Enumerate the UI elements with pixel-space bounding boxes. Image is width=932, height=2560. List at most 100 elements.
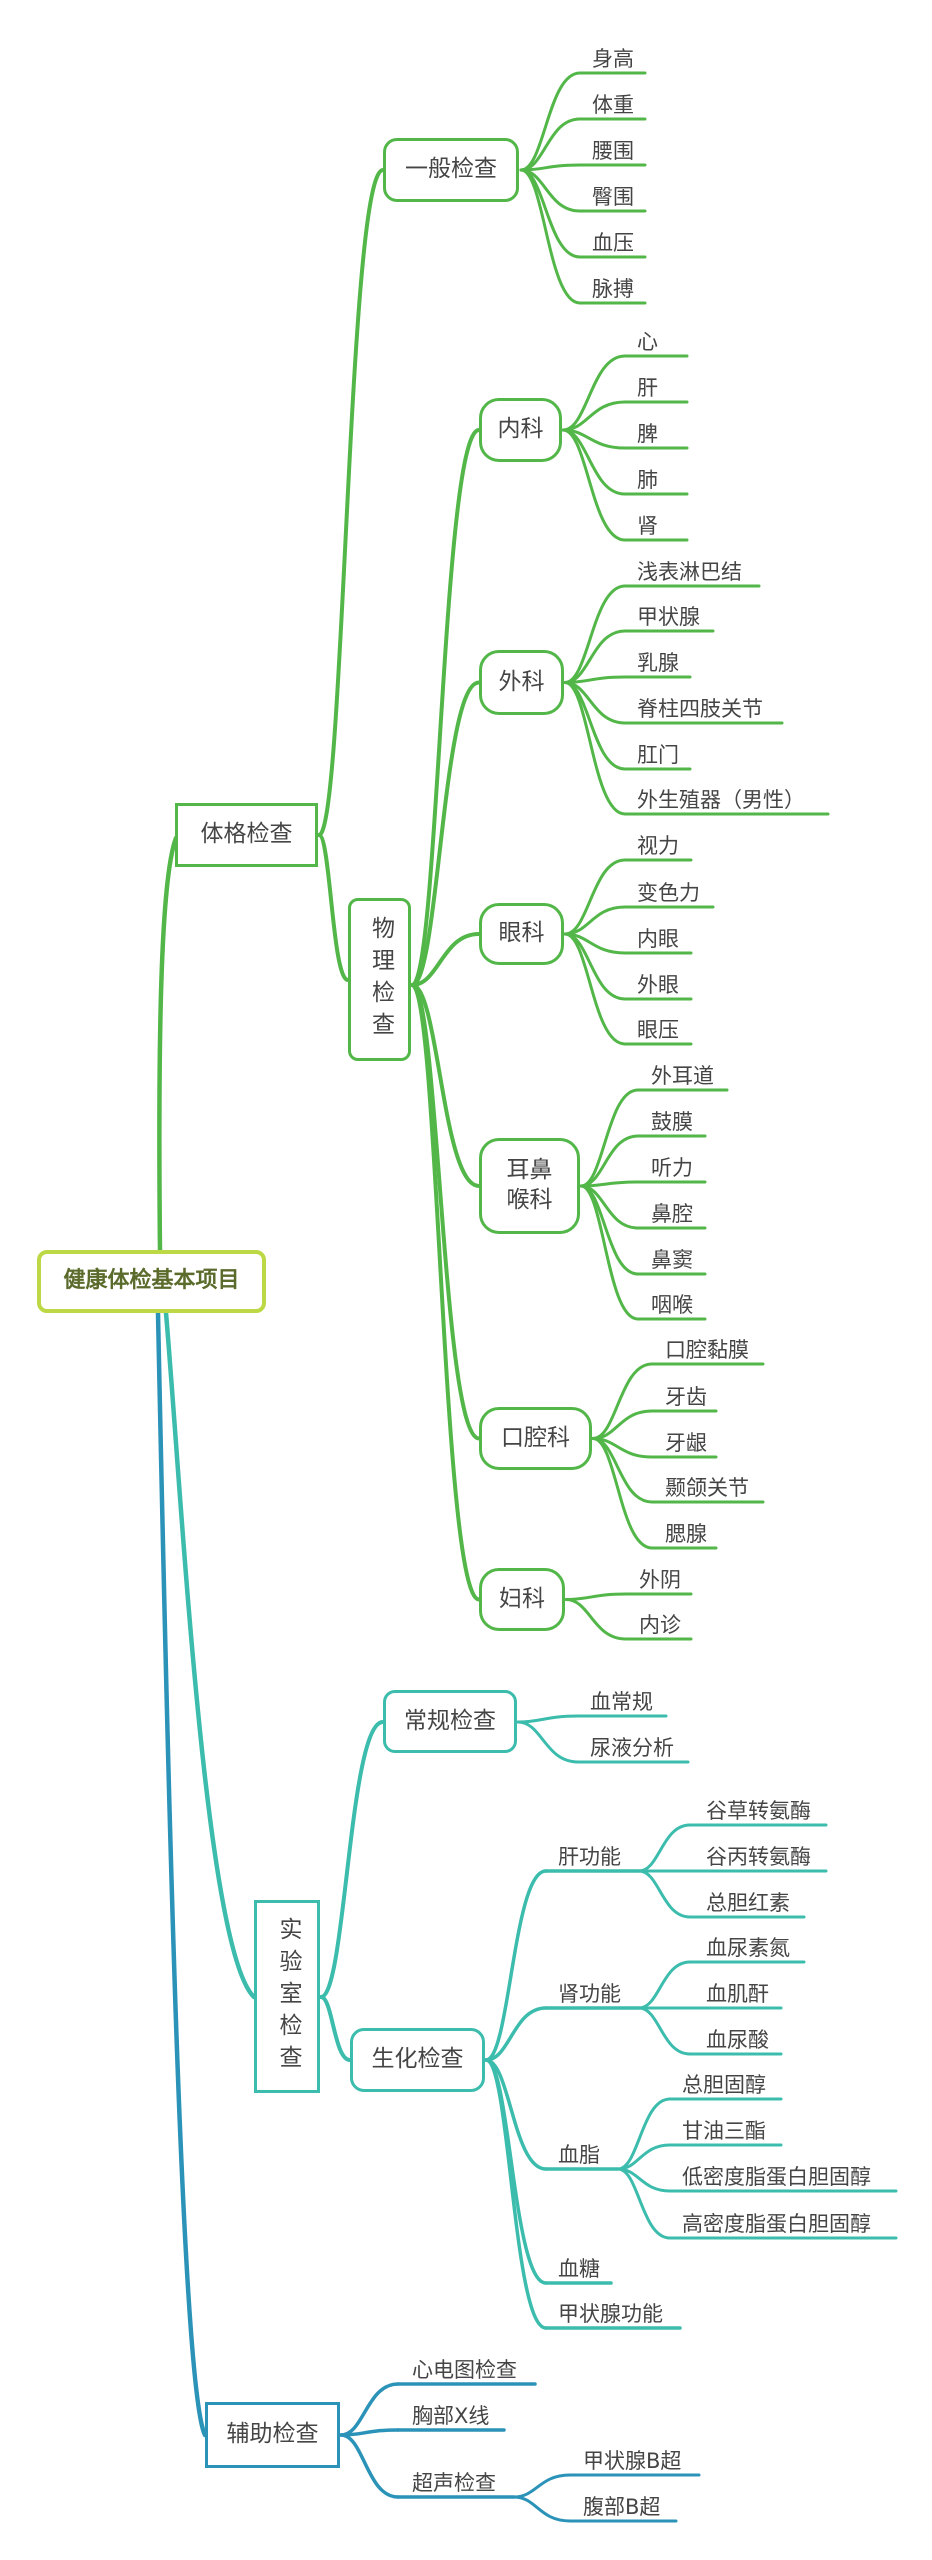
leaf-node[interactable]: 咽喉: [651, 1293, 693, 1317]
box-lab-exam-label: 实验室检查: [274, 1916, 301, 2077]
leaf-node[interactable]: 脊柱四肢关节: [637, 697, 763, 721]
connector-line: [637, 2006, 692, 2056]
leaf-node[interactable]: 体重: [592, 93, 634, 117]
box-physical-exam[interactable]: 体格检查: [175, 803, 318, 867]
leaf-node[interactable]: 肾: [637, 514, 658, 538]
connector-line: [591, 1362, 654, 1440]
box-routine-exam[interactable]: 常规检查: [383, 1690, 517, 1753]
box-ent-label: 耳鼻喉科: [506, 1157, 553, 1213]
connector-line: [484, 2058, 548, 2171]
leaf-node[interactable]: 颞颌关节: [665, 1476, 749, 1500]
connector-line: [516, 1720, 580, 1764]
box-surgery[interactable]: 外科: [479, 650, 564, 715]
leaf-node[interactable]: 肾功能: [558, 1982, 621, 2006]
box-gynecology[interactable]: 妇科: [479, 1568, 565, 1631]
leaf-node[interactable]: 血肌酐: [706, 1982, 769, 2006]
leaf-node[interactable]: 心电图检查: [412, 2358, 517, 2382]
box-surgery-label: 外科: [498, 668, 545, 695]
leaf-node[interactable]: 甲状腺功能: [558, 2302, 663, 2326]
leaf-node[interactable]: 脾: [637, 422, 658, 446]
leaf-node[interactable]: 变色力: [637, 881, 700, 905]
box-physical-examination[interactable]: 物理检查: [348, 898, 411, 1061]
leaf-node[interactable]: 胸部X线: [412, 2404, 490, 2428]
leaf-node[interactable]: 超声检查: [412, 2471, 496, 2495]
leaf-node[interactable]: 肺: [637, 468, 658, 492]
leaf-node[interactable]: 高密度脂蛋白胆固醇: [682, 2212, 871, 2236]
leaf-node[interactable]: 肝功能: [558, 1845, 621, 1869]
leaf-node[interactable]: 血尿素氮: [706, 1936, 790, 1960]
box-routine-exam-label: 常规检查: [404, 1707, 496, 1734]
leaf-node[interactable]: 视力: [637, 834, 679, 858]
box-lab-exam[interactable]: 实验室检查: [254, 1900, 320, 2093]
connector-line: [484, 1869, 548, 2062]
leaf-node[interactable]: 血糖: [558, 2257, 600, 2281]
leaf-node[interactable]: 甲状腺B超: [583, 2449, 682, 2473]
leaf-node[interactable]: 心: [637, 330, 658, 354]
leaf-node[interactable]: 鼻窦: [651, 1248, 693, 1272]
leaf-node[interactable]: 内眼: [637, 927, 679, 951]
connector-line: [616, 2167, 672, 2240]
leaf-node[interactable]: 鼻腔: [651, 1202, 693, 1226]
connector-line: [564, 1592, 628, 1601]
leaf-node[interactable]: 血脂: [558, 2143, 600, 2167]
connector-line: [410, 680, 481, 987]
connector-line: [484, 2006, 548, 2062]
leaf-node[interactable]: 浅表淋巴结: [637, 560, 742, 584]
leaf-node[interactable]: 总胆红素: [706, 1891, 790, 1915]
leaf-node[interactable]: 血压: [592, 231, 634, 255]
connector-line: [410, 983, 481, 1602]
leaf-node[interactable]: 口腔黏膜: [665, 1338, 749, 1362]
box-stomatology[interactable]: 口腔科: [479, 1407, 592, 1470]
connector-line: [561, 428, 627, 542]
leaf-node[interactable]: 肛门: [637, 743, 679, 767]
leaf-node[interactable]: 谷丙转氨酶: [706, 1845, 811, 1869]
leaf-node[interactable]: 牙齿: [665, 1385, 707, 1409]
connector-line: [579, 1134, 640, 1188]
leaf-node[interactable]: 低密度脂蛋白胆固醇: [682, 2165, 871, 2189]
connector-line: [616, 2097, 672, 2171]
box-ophthalmology[interactable]: 眼科: [479, 903, 564, 965]
trunk-physical: [157, 835, 179, 1255]
leaf-node[interactable]: 尿液分析: [590, 1736, 674, 1760]
leaf-node[interactable]: 谷草转氨酶: [706, 1799, 811, 1823]
connector-line: [519, 117, 582, 172]
connector-line: [516, 1714, 580, 1724]
box-biochem-exam[interactable]: 生化检查: [350, 2028, 485, 2092]
leaf-node[interactable]: 血尿酸: [706, 2028, 769, 2052]
box-internal-medicine[interactable]: 内科: [479, 398, 562, 462]
leaf-node[interactable]: 腮腺: [665, 1522, 707, 1546]
leaf-node[interactable]: 外阴: [639, 1568, 681, 1592]
connector-line: [563, 629, 627, 684]
connector-line: [637, 1869, 692, 1919]
leaf-node[interactable]: 血常规: [590, 1690, 653, 1714]
connector-line: [579, 1184, 640, 1321]
leaf-node[interactable]: 乳腺: [637, 651, 679, 675]
leaf-node[interactable]: 脉搏: [592, 277, 634, 301]
leaf-node[interactable]: 身高: [592, 47, 634, 71]
leaf-node[interactable]: 听力: [651, 1156, 693, 1180]
leaf-node[interactable]: 腹部B超: [583, 2495, 661, 2519]
leaf-node[interactable]: 甲状腺: [637, 605, 700, 629]
connector-line: [591, 1437, 654, 1550]
box-aux-exam[interactable]: 辅助检查: [205, 2402, 340, 2468]
leaf-node[interactable]: 鼓膜: [651, 1110, 693, 1134]
connector-line: [317, 168, 385, 837]
leaf-node[interactable]: 牙龈: [665, 1431, 707, 1455]
leaf-node[interactable]: 腰围: [592, 139, 634, 163]
connector-line: [317, 833, 350, 982]
leaf-node[interactable]: 外耳道: [651, 1064, 714, 1088]
leaf-node[interactable]: 眼压: [637, 1018, 679, 1042]
leaf-node[interactable]: 肝: [637, 376, 658, 400]
leaf-node[interactable]: 内诊: [639, 1613, 681, 1637]
leaf-node[interactable]: 外生殖器（男性）: [637, 788, 805, 812]
leaf-node[interactable]: 总胆固醇: [682, 2073, 766, 2097]
box-aux-exam-label: 辅助检查: [226, 2421, 319, 2448]
connector-line: [484, 2058, 548, 2285]
box-ent[interactable]: 耳鼻喉科: [479, 1138, 580, 1234]
leaf-node[interactable]: 臀围: [592, 185, 634, 209]
leaf-node[interactable]: 外眼: [637, 973, 679, 997]
box-general-exam[interactable]: 一般检查: [383, 138, 519, 202]
leaf-node[interactable]: 甘油三酯: [682, 2119, 766, 2143]
root-node[interactable]: 健康体检基本项目: [37, 1250, 266, 1313]
